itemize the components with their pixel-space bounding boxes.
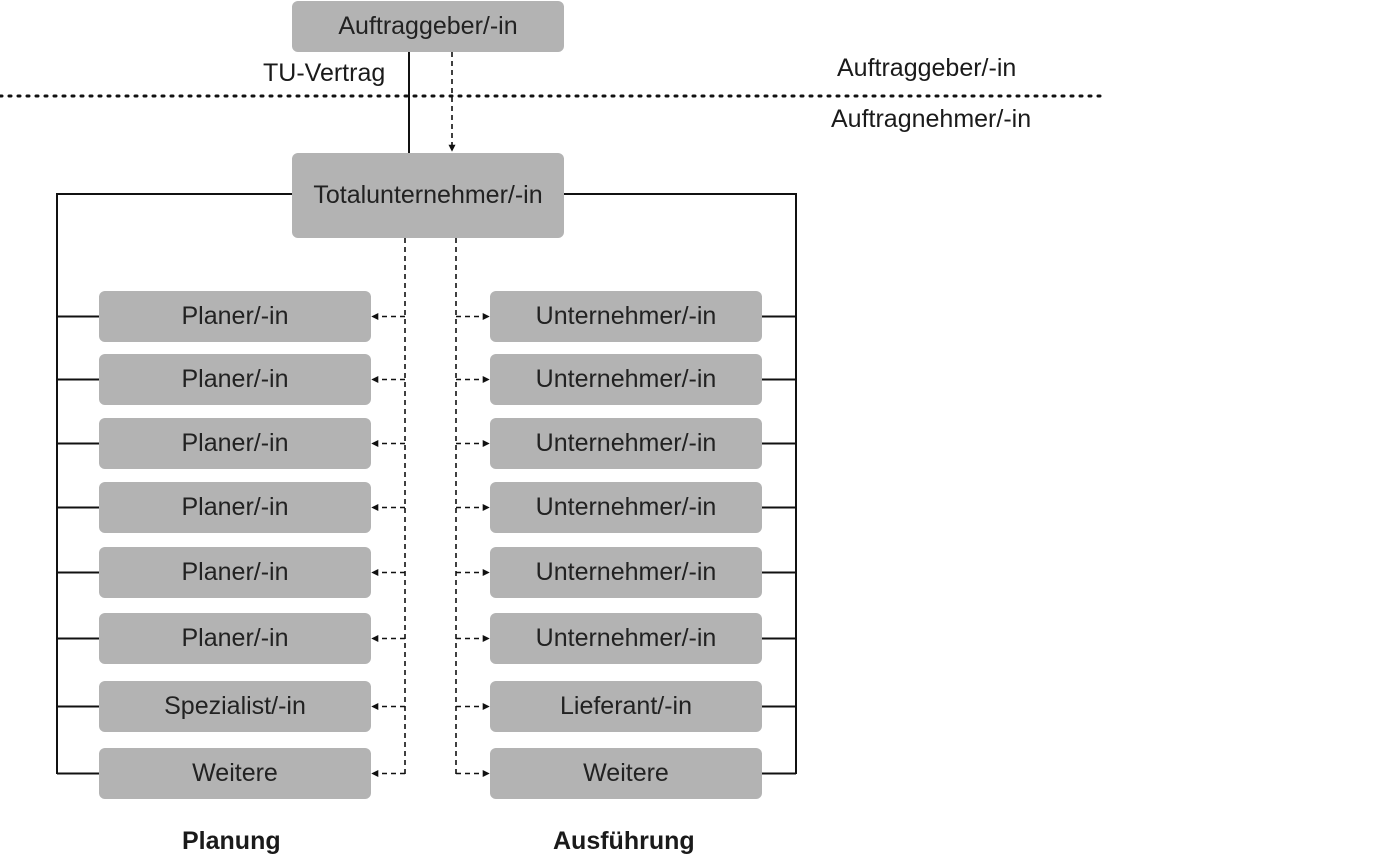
execution-item: Unternehmer/-in: [490, 613, 762, 664]
execution-item: Unternehmer/-in: [490, 547, 762, 598]
execution-contract-bracket: [564, 193, 797, 774]
planning-item: Planer/-in: [99, 354, 371, 405]
execution-item: Lieferant/-in: [490, 681, 762, 732]
client-box: Auftraggeber/-in: [292, 1, 564, 52]
zone-label-contractor: Auftragnehmer/-in: [831, 105, 1032, 133]
execution-item: Weitere: [490, 748, 762, 799]
execution-item: Unternehmer/-in: [490, 482, 762, 533]
planning-item: Planer/-in: [99, 613, 371, 664]
planning-item: Planer/-in: [99, 291, 371, 342]
execution-item: Unternehmer/-in: [490, 291, 762, 342]
planning-item: Planer/-in: [99, 482, 371, 533]
planning-title: Planung: [182, 827, 281, 855]
contract-label: TU-Vertrag: [263, 59, 386, 87]
planning-item: Spezialist/-in: [99, 681, 371, 732]
total-contractor-box: Totalunternehmer/-in: [292, 153, 564, 238]
execution-title: Ausführung: [553, 827, 695, 855]
planning-item: Weitere: [99, 748, 371, 799]
planning-contract-bracket: [56, 193, 292, 774]
execution-item: Unternehmer/-in: [490, 354, 762, 405]
zone-label-client: Auftraggeber/-in: [837, 54, 1017, 82]
planning-item: Planer/-in: [99, 547, 371, 598]
execution-item: Unternehmer/-in: [490, 418, 762, 469]
planning-item: Planer/-in: [99, 418, 371, 469]
